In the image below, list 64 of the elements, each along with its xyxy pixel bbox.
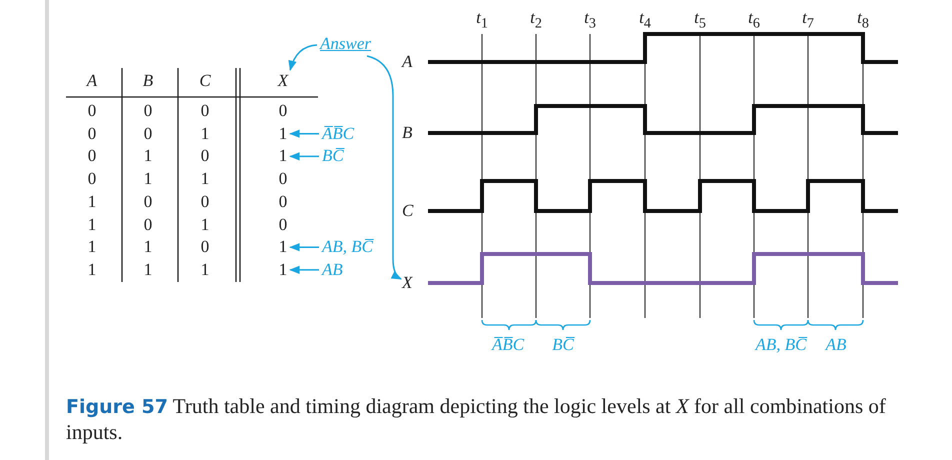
figure-caption: Figure 57 Truth table and timing diagram depicting the logic levels at X for all combinations of inputs.: [66, 394, 887, 445]
column-header: B: [142, 71, 154, 91]
time-marker-label: t$_{3}$: [584, 8, 596, 34]
table-cell: 1: [144, 169, 152, 190]
column-header: A: [86, 71, 98, 91]
expression-label: A̅B̅C: [322, 124, 354, 144]
signal-name: C: [402, 201, 414, 221]
table-cell: 0: [144, 214, 152, 234]
time-marker-label: t$_{7}$: [802, 8, 814, 34]
table-cell: 1: [88, 260, 96, 280]
table-cell: 0: [200, 237, 210, 258]
table-cell: 1: [278, 260, 288, 280]
table-cell: 0: [88, 146, 96, 166]
expression-label: AB, BC̅: [322, 237, 373, 258]
table-cell: 0: [88, 169, 96, 190]
interval-label: AB: [826, 335, 846, 355]
table-cell: 0: [88, 101, 96, 121]
table-cell: 1: [88, 214, 96, 234]
leader-arrow: [366, 55, 402, 280]
column-header: X: [278, 71, 288, 91]
table-cell: 0: [278, 101, 288, 121]
table-cell: 0: [278, 192, 288, 212]
table-cell: 0: [200, 192, 210, 212]
expression-label: BC̅: [322, 146, 344, 166]
leader-arrow: [289, 152, 319, 161]
time-marker-label: t$_{5}$: [694, 8, 706, 34]
column-header: C: [199, 71, 211, 91]
table-cell: 1: [88, 192, 96, 212]
time-marker-label: t$_{2}$: [530, 8, 542, 34]
signal-name: X: [402, 273, 412, 293]
leader-arrow: [288, 44, 318, 71]
table-cell: 1: [200, 214, 210, 234]
table-cell: 1: [200, 260, 210, 280]
table-cell: 0: [278, 169, 288, 190]
table-cell: 1: [278, 146, 288, 166]
leader-arrow: [289, 130, 319, 138]
table-cell: 1: [200, 124, 210, 144]
table-cell: 1: [144, 237, 152, 258]
table-cell: 0: [144, 192, 152, 212]
time-marker-label: t$_{4}$: [639, 8, 651, 34]
interval-label: BC̅: [552, 335, 574, 355]
leader-arrow: [289, 266, 319, 274]
time-marker-label: t$_{8}$: [857, 8, 869, 34]
table-cell: 1: [144, 146, 152, 166]
table-cell: 0: [278, 214, 288, 234]
table-cell: 0: [88, 124, 96, 144]
interval-label: A̅B̅C: [492, 335, 524, 355]
signal-name: A: [402, 52, 412, 72]
table-cell: 1: [278, 124, 288, 144]
table-cell: 0: [200, 146, 210, 166]
table-cell: 1: [144, 260, 152, 280]
leader-arrow: [289, 243, 319, 252]
answer-label: Answer: [320, 34, 371, 54]
signal-name: B: [402, 123, 412, 143]
expression-label: AB: [322, 260, 343, 280]
table-cell: 0: [144, 101, 152, 121]
table-cell: 1: [200, 169, 210, 190]
table-cell: 0: [144, 124, 152, 144]
interval-label: AB, BC̅: [756, 335, 806, 355]
time-marker-label: t$_{6}$: [748, 8, 760, 34]
table-cell: 1: [278, 237, 288, 258]
table-cell: 0: [200, 101, 210, 121]
time-marker-label: t$_{1}$: [476, 8, 488, 34]
table-cell: 1: [88, 237, 96, 258]
